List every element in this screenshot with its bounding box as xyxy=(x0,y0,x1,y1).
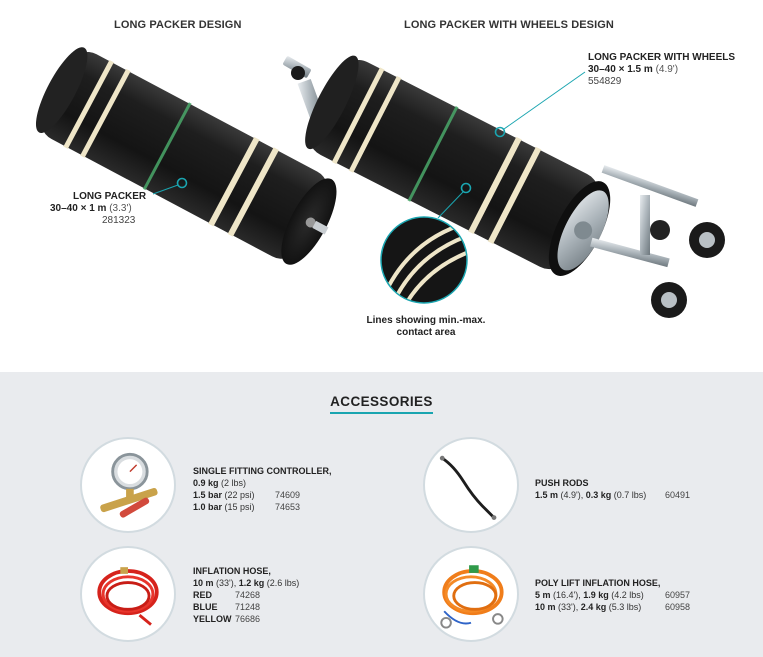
contact-area-note-line1: Lines showing min.-max. xyxy=(366,315,486,326)
long-packer-image xyxy=(35,47,337,265)
poly-lift-hose-row-1: 5 m (16.4'), 1.9 kg (4.2 lbs)60957 xyxy=(535,590,691,600)
contact-area-note: Lines showing min.-max. contact area xyxy=(356,315,496,339)
inflation-hose-image xyxy=(80,546,176,642)
design-title-left: LONG PACKER DESIGN xyxy=(114,19,242,31)
packer-size-imperial: (3.3') xyxy=(109,203,132,214)
packer-name: LONG PACKER xyxy=(73,191,147,202)
push-rods-title: PUSH RODS xyxy=(535,478,589,488)
single-fitting-controller-row-1: 1.5 bar (22 psi)74609 xyxy=(193,490,301,500)
product-illustrations xyxy=(35,47,725,318)
single-fitting-controller-weight: 0.9 kg (2 lbs) xyxy=(193,478,247,488)
long-packer-label: LONG PACKER xyxy=(73,191,146,203)
design-title-right: LONG PACKER WITH WHEELS DESIGN xyxy=(404,19,614,31)
inflation-hose-size: 10 m (33'), 1.2 kg (2.6 lbs) xyxy=(193,578,300,588)
single-fitting-controller-title: SINGLE FITTING CONTROLLER, xyxy=(193,466,332,476)
wheels-packer-name: LONG PACKER WITH WHEELS xyxy=(588,52,736,63)
push-rods-info: PUSH RODS 1.5 m (4.9'), 0.3 kg (0.7 lbs)… xyxy=(535,477,691,501)
wheels-packer-image xyxy=(283,55,725,318)
poly-lift-hose-info: POLY LIFT INFLATION HOSE, 5 m (16.4'), 1… xyxy=(535,577,691,613)
long-packer-size: 30–40 × 1 m (3.3') xyxy=(50,203,132,215)
push-rods-row: 1.5 m (4.9'), 0.3 kg (0.7 lbs)60491 xyxy=(535,490,691,500)
wheels-packer-size: 30–40 × 1.5 m (4.9') xyxy=(588,64,678,76)
single-fitting-controller-info: SINGLE FITTING CONTROLLER, 0.9 kg (2 lbs… xyxy=(193,465,332,513)
long-packer-article: 281323 xyxy=(102,215,136,226)
inflation-hose-info: INFLATION HOSE, 10 m (33'), 1.2 kg (2.6 … xyxy=(193,565,299,625)
poly-lift-hose-title: POLY LIFT INFLATION HOSE, xyxy=(535,578,661,588)
inflation-hose-title: INFLATION HOSE, xyxy=(193,566,271,576)
accessories-heading: ACCESSORIES xyxy=(0,393,763,414)
wheels-packer-size-imperial: (4.9') xyxy=(655,64,679,75)
wheels-packer-label: LONG PACKER WITH WHEELS xyxy=(588,52,735,64)
single-fitting-controller-row-2: 1.0 bar (15 psi)74653 xyxy=(193,502,301,512)
poly-lift-hose-image xyxy=(423,546,519,642)
contact-area-note-line2: contact area xyxy=(396,327,456,338)
product-section: LONG PACKER DESIGN LONG PACKER WITH WHEE… xyxy=(35,19,736,339)
packer-size: 30–40 × 1 m xyxy=(50,203,107,214)
push-rods-image xyxy=(423,437,519,533)
wheels-packer-size-metric: 30–40 × 1.5 m xyxy=(588,64,653,75)
wheels-packer-article: 554829 xyxy=(588,76,622,87)
poly-lift-hose-row-2: 10 m (33'), 2.4 kg (5.3 lbs)60958 xyxy=(535,602,691,612)
single-fitting-controller-image xyxy=(80,437,176,533)
